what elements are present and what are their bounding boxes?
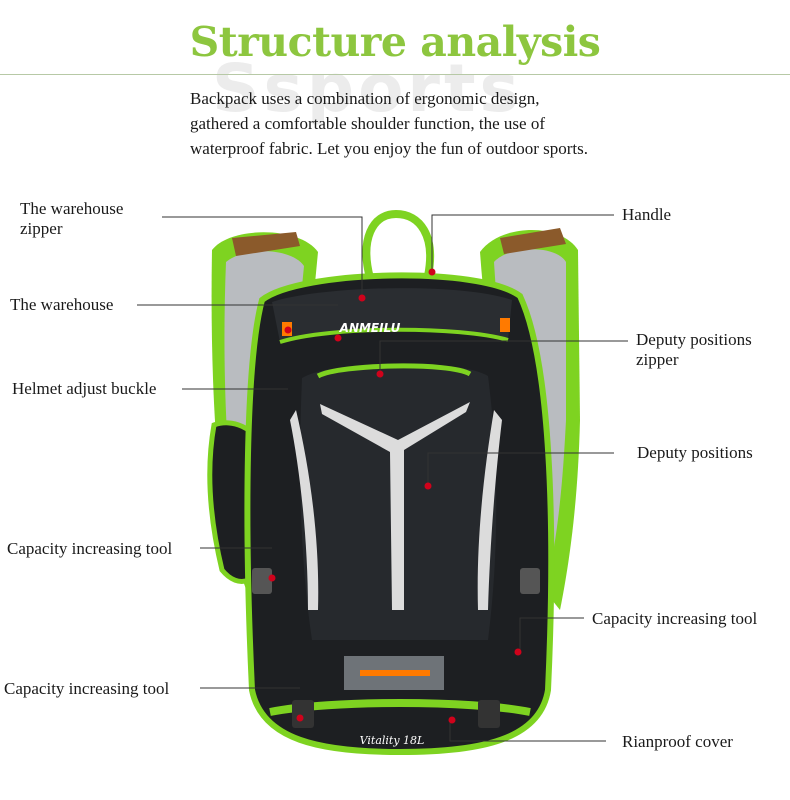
label-warehouse: The warehouse	[10, 295, 114, 314]
label-capacity-tool-left-lower: Capacity increasing tool	[4, 679, 170, 698]
intro-line: gathered a comfortable shoulder function…	[190, 114, 545, 133]
label-deputy-positions: Deputy positions	[637, 443, 753, 462]
label-capacity-tool-right: Capacity increasing tool	[592, 609, 758, 628]
page-title: Structure analysis	[189, 18, 601, 66]
callout-markers	[268, 268, 522, 724]
label-helmet-buckle: Helmet adjust buckle	[12, 379, 157, 398]
label-handle: Handle	[622, 205, 672, 224]
label-rain-cover: Rianproof cover	[622, 732, 733, 751]
label-warehouse-zipper: The warehouse zipper	[20, 199, 124, 238]
label-capacity-tool-left-upper: Capacity increasing tool	[7, 539, 173, 558]
brand-logo: ANMEILU	[339, 321, 401, 335]
label-deputy-zipper: Deputy positions zipper	[636, 330, 752, 369]
intro-line: waterproof fabric. Let you enjoy the fun…	[190, 139, 588, 158]
watermark: Ssports	[212, 50, 523, 127]
model-script: Vitality 18L	[360, 734, 425, 747]
intro-text: Backpack uses a combination of ergonomic…	[190, 86, 690, 161]
title-divider	[0, 74, 790, 75]
intro-line: Backpack uses a combination of ergonomic…	[190, 89, 540, 108]
